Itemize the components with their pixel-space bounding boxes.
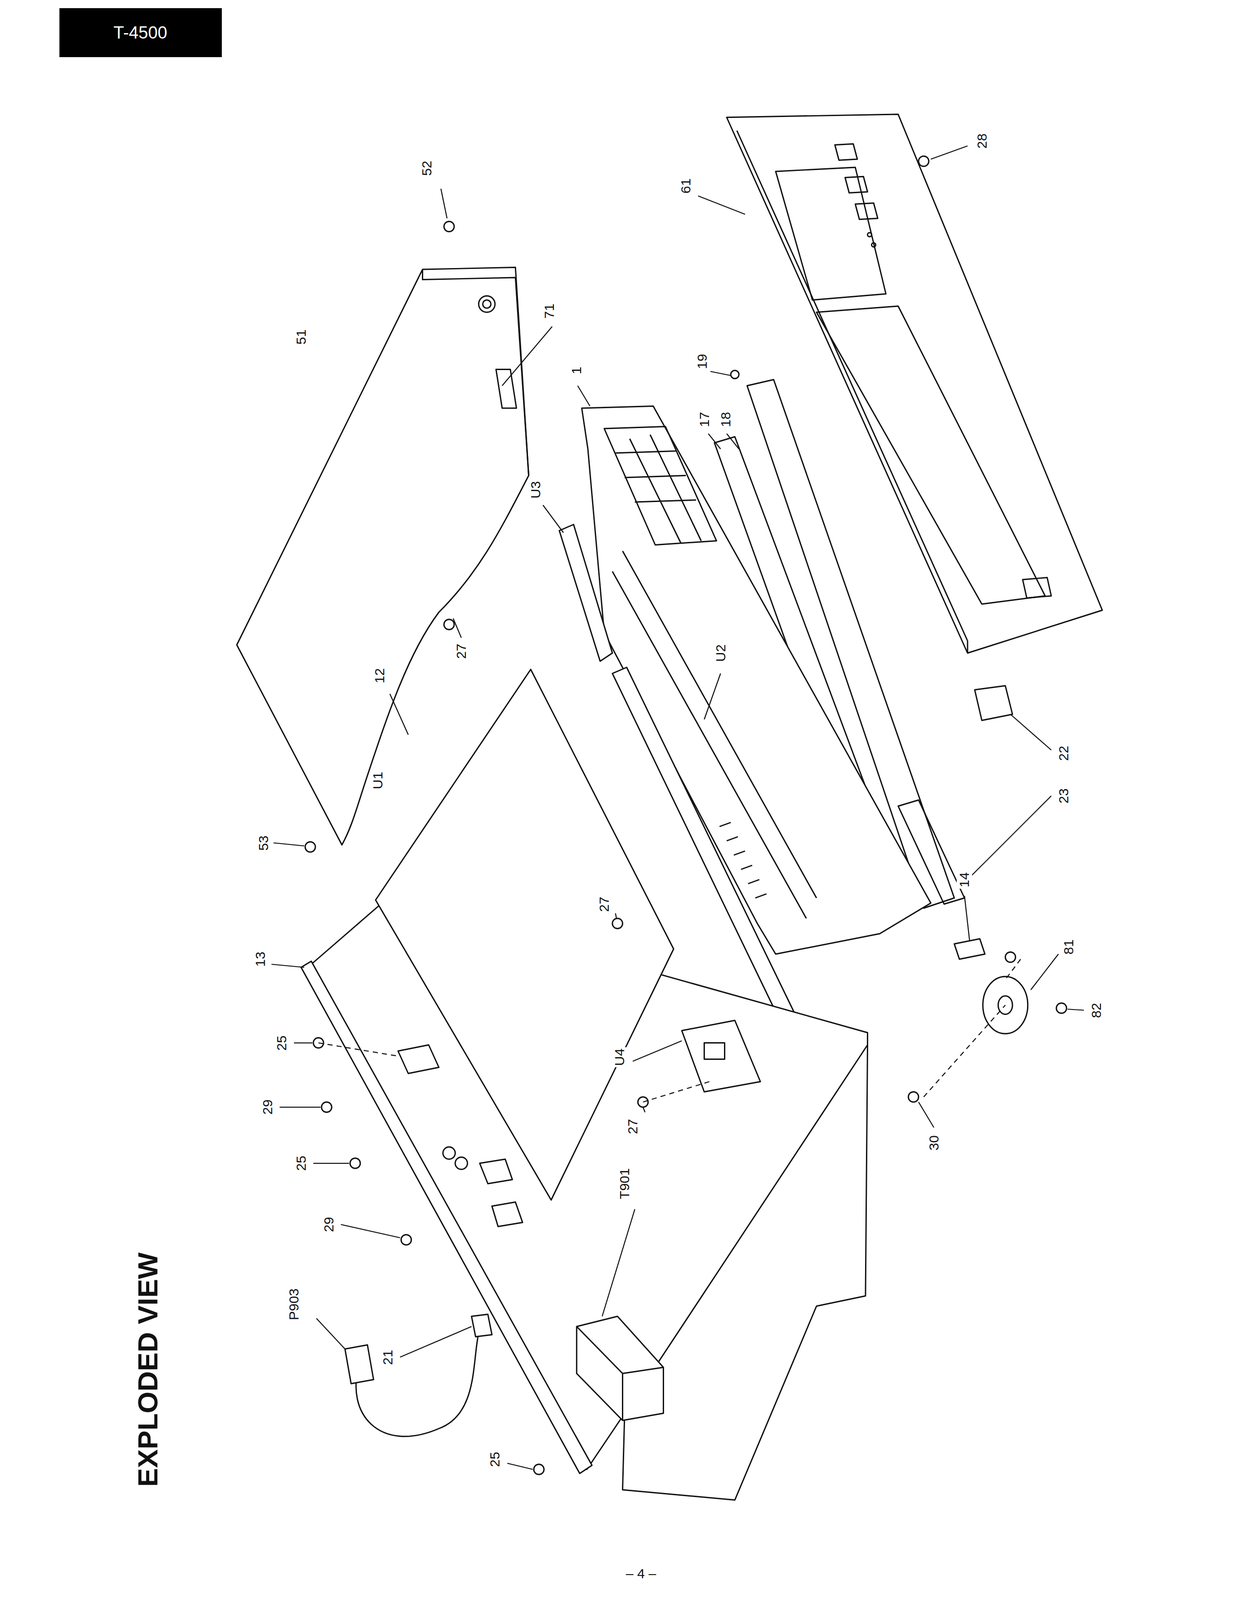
callout-number: 25	[273, 1034, 290, 1052]
callout-number: P903	[286, 1286, 302, 1322]
button	[835, 143, 879, 220]
page-number: – 4 –	[624, 1566, 658, 1582]
callout-number: 17	[696, 410, 713, 429]
callout-number: 25	[487, 1450, 503, 1469]
callout-number: 21	[380, 1348, 396, 1367]
rear-hole	[455, 1157, 468, 1170]
bracket	[954, 938, 986, 960]
board-u3	[559, 524, 613, 662]
key-block	[604, 426, 717, 546]
relay	[704, 1043, 725, 1060]
cover-hole	[482, 300, 491, 309]
indicator	[871, 243, 876, 248]
callout-number: 52	[419, 159, 435, 178]
callout-number: 71	[541, 302, 558, 321]
callout-number: U4	[611, 1047, 628, 1068]
callout-number: U3	[528, 479, 544, 500]
base-side	[622, 1045, 868, 1501]
callout-number: 27	[596, 895, 612, 914]
cover-hole	[478, 296, 495, 313]
callout-number: 19	[694, 352, 710, 371]
callout-number: 27	[625, 1117, 641, 1136]
indicator	[867, 232, 872, 237]
page-title: EXPLODED VIEW	[132, 1250, 163, 1489]
callout-number: 82	[1088, 1001, 1105, 1020]
callout-number: 12	[371, 666, 388, 685]
callout-number: U2	[713, 643, 729, 664]
callout-number: 29	[259, 1098, 276, 1117]
callout-number: 53	[255, 834, 272, 852]
callout-number: 81	[1060, 938, 1077, 956]
callout-number: 25	[293, 1154, 309, 1173]
callout-number: 51	[293, 327, 309, 346]
screws	[305, 156, 1067, 1475]
callout-number: 27	[453, 642, 470, 661]
power-button	[1022, 577, 1052, 599]
knob	[974, 685, 1013, 721]
transformer	[576, 1316, 664, 1422]
callout-number: 29	[321, 1215, 337, 1234]
callout-number: 61	[678, 176, 694, 195]
callout-number: 22	[1056, 744, 1072, 763]
plug	[345, 1345, 374, 1385]
power-cord	[356, 1329, 480, 1438]
callout-number: 13	[252, 950, 269, 969]
board-u2-pins	[719, 822, 767, 899]
strain-relief	[471, 1314, 493, 1338]
board-u4	[681, 1020, 761, 1093]
callout-number: 1	[568, 365, 585, 376]
main-window	[816, 306, 1046, 605]
callout-number: 18	[718, 410, 734, 429]
model-number: T-4500	[59, 8, 222, 58]
cushion	[496, 369, 517, 409]
callout-number: 23	[1056, 787, 1072, 805]
leader-lines	[271, 146, 1085, 1470]
rear-hole	[443, 1147, 456, 1160]
small-window	[775, 167, 886, 301]
callout-number: 30	[926, 1134, 942, 1152]
callout-number: U1	[370, 770, 386, 791]
callout-number: T901	[616, 1167, 633, 1201]
lever	[898, 800, 965, 905]
transformer-core	[576, 1326, 664, 1421]
board-u1	[375, 669, 674, 1201]
callout-number: 14	[956, 870, 973, 889]
callout-number: 28	[974, 132, 990, 150]
